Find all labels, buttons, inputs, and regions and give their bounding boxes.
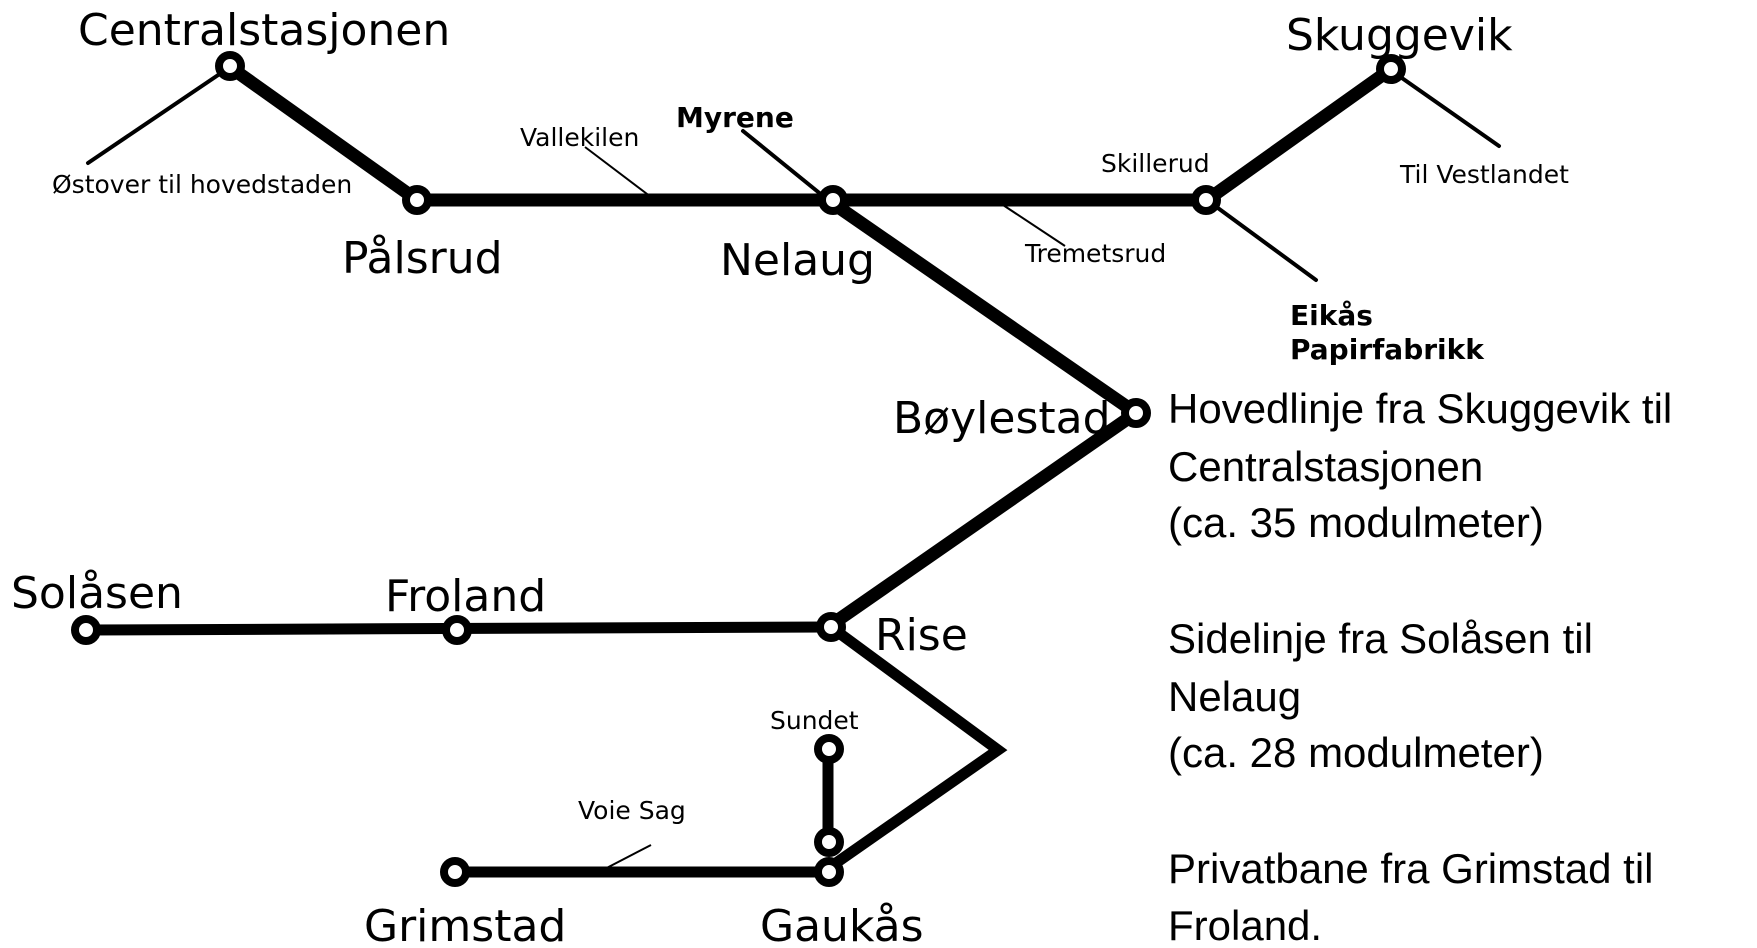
station-label-grimstad: Grimstad (364, 901, 566, 948)
branch-eikas (1205, 198, 1318, 282)
station-marker-gaukas-upper (814, 827, 844, 857)
branch-myrene (741, 129, 830, 202)
station-marker-gaukas (814, 857, 844, 887)
legend-main-line-1: Hovedlinje fra Skuggevik til (1168, 385, 1672, 432)
station-marker-nelaug (818, 185, 848, 215)
station-marker-grimstad (440, 857, 470, 887)
station-marker-centralstasjonen (215, 51, 245, 81)
private-line-rise-gaukas (820, 621, 1008, 876)
label-tremetsrud: Tremetsrud (1024, 239, 1166, 268)
station-label-nelaug: Nelaug (720, 235, 875, 286)
legend: Hovedlinje fra Skuggevik til Centralstas… (1168, 385, 1672, 948)
legend-private-line-1: Privatbane fra Grimstad til (1168, 845, 1654, 892)
label-eikas-line2: Papirfabrikk (1290, 333, 1485, 366)
legend-main-line-2: Centralstasjonen (1168, 443, 1483, 490)
label-eikas-line1: Eikås (1290, 299, 1373, 332)
station-marker-rise (816, 612, 846, 642)
label-skillerud: Skillerud (1101, 149, 1210, 178)
legend-side-line-1: Sidelinje fra Solåsen til (1168, 615, 1593, 662)
station-marker-skuggevik (1376, 54, 1406, 84)
main-line-palsrud-centralstasjonen (223, 60, 424, 207)
legend-side-line-3: (ca. 28 modulmeter) (1168, 729, 1544, 776)
station-marker-skillerud (1191, 185, 1221, 215)
branch-ostover (86, 65, 232, 165)
station-label-palsrud: Pålsrud (342, 233, 503, 284)
station-label-centralstasjonen: Centralstasjonen (78, 5, 450, 56)
station-label-rise: Rise (875, 610, 968, 661)
station-marker-boylestad (1121, 398, 1151, 428)
station-label-solasen: Solåsen (11, 568, 183, 619)
station-label-froland: Froland (385, 571, 546, 622)
station-label-gaukas: Gaukås (760, 901, 924, 948)
legend-main-line-3: (ca. 35 modulmeter) (1168, 499, 1544, 546)
label-voie-sag: Voie Sag (578, 796, 686, 825)
station-label-boylestad: Bøylestad (893, 393, 1111, 444)
legend-side-line-2: Nelaug (1168, 673, 1301, 720)
station-marker-solasen (71, 615, 101, 645)
station-marker-froland (442, 615, 472, 645)
station-marker-palsrud (402, 185, 432, 215)
label-til-vestlandet: Til Vestlandet (1399, 160, 1569, 189)
legend-private-line-2: Froland. (1168, 902, 1322, 948)
label-ostover: Østover til hovedstaden (52, 170, 352, 199)
station-label-skuggevik: Skuggevik (1286, 10, 1513, 61)
label-sundet: Sundet (770, 706, 859, 735)
leader-tremetsrud (1002, 204, 1066, 247)
label-vallekilen: Vallekilen (520, 123, 639, 152)
station-marker-sundet (814, 734, 844, 764)
leader-vallekilen (584, 146, 656, 201)
label-myrene: Myrene (676, 101, 794, 134)
branch-til-vestlandet (1387, 67, 1501, 148)
